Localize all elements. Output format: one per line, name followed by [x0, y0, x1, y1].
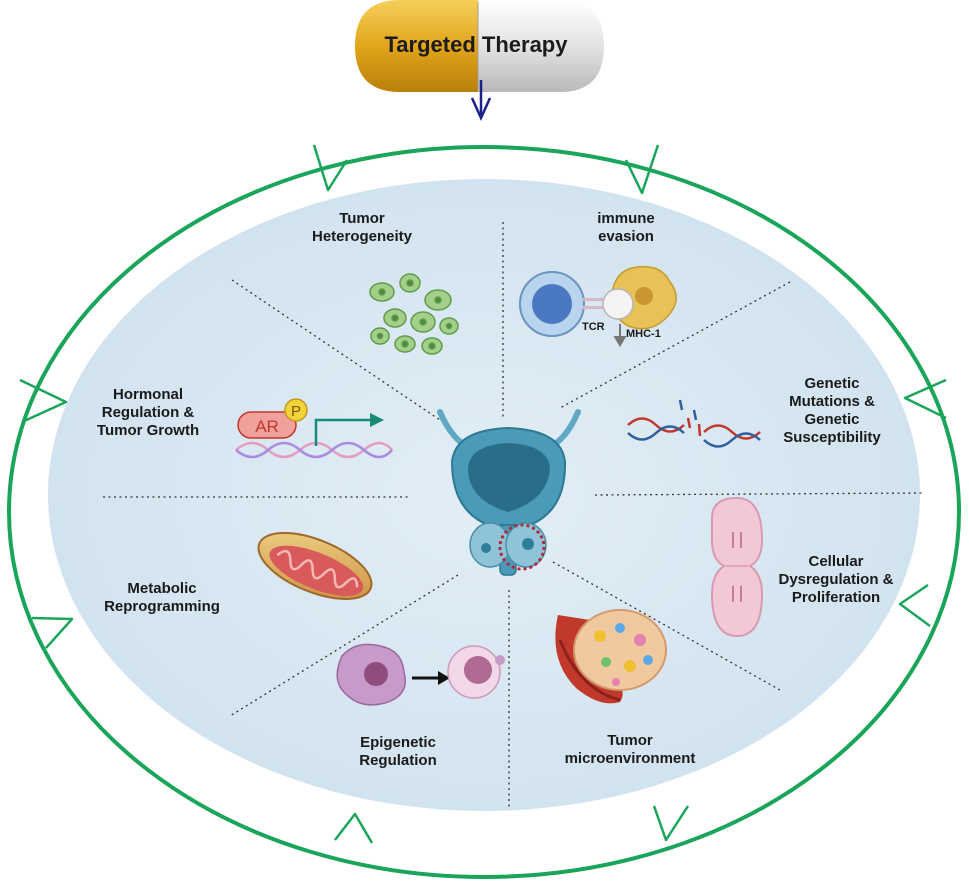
label-line: Regulation: [359, 752, 437, 769]
ring-arrow-icon: [624, 144, 660, 195]
label-line: Reprogramming: [104, 598, 220, 615]
label-line: microenvironment: [565, 750, 696, 767]
label-line: Mutations &: [789, 393, 875, 410]
capsule-title: Targeted Therapy: [385, 32, 569, 57]
label-line: Proliferation: [792, 589, 880, 606]
label-line: immune: [597, 210, 655, 227]
androgen-receptor-icon: AR P: [235, 398, 393, 459]
label-line: Dysregulation &: [778, 571, 893, 588]
sector-dividers: [103, 222, 923, 808]
ring-arrow-icon: [31, 616, 74, 649]
dividing-cell-icon: [710, 496, 764, 638]
tumor-microenvironment-icon: [555, 609, 667, 704]
p-label: P: [291, 403, 301, 420]
capsule-arrow-icon: [470, 80, 492, 122]
heterogeneous-cells-icon: [369, 273, 459, 355]
bladder-prostate-icon: [437, 409, 581, 576]
outer-ring: [7, 145, 961, 879]
targeted-therapy-capsule: Targeted Therapy: [355, 0, 604, 92]
ring-arrow-icon: [652, 805, 690, 842]
immune-evasion-icon: TCR MHC-1: [519, 265, 677, 347]
mhc-label: MHC-1: [626, 328, 661, 340]
label-line: Metabolic: [127, 580, 196, 597]
label-line: Hormonal: [113, 386, 183, 403]
ar-label: AR: [255, 417, 279, 436]
label-line: Heterogeneity: [312, 228, 413, 245]
label-line: Genetic: [804, 411, 859, 428]
tcr-label: TCR: [582, 321, 605, 333]
label-line: Epigenetic: [360, 734, 436, 751]
epigenetic-cells-icon: [336, 643, 505, 706]
mitochondria-icon: [257, 532, 373, 600]
label-line: Tumor: [607, 732, 653, 749]
label-line: Cellular: [808, 553, 863, 570]
ring-arrow-icon: [312, 144, 349, 192]
ring-arrow-icon: [19, 378, 68, 424]
ring-arrow-icon: [903, 378, 947, 420]
label-line: Susceptibility: [783, 429, 881, 446]
label-line: Tumor: [339, 210, 385, 227]
ring-arrows: [19, 144, 947, 844]
label-line: Tumor Growth: [97, 422, 199, 439]
broken-dna-icon: [627, 399, 761, 448]
ring-arrow-icon: [334, 812, 374, 844]
label-line: Regulation &: [102, 404, 195, 421]
label-line: evasion: [598, 228, 654, 245]
ring-arrow-icon: [898, 583, 931, 628]
label-line: Genetic: [804, 375, 859, 392]
